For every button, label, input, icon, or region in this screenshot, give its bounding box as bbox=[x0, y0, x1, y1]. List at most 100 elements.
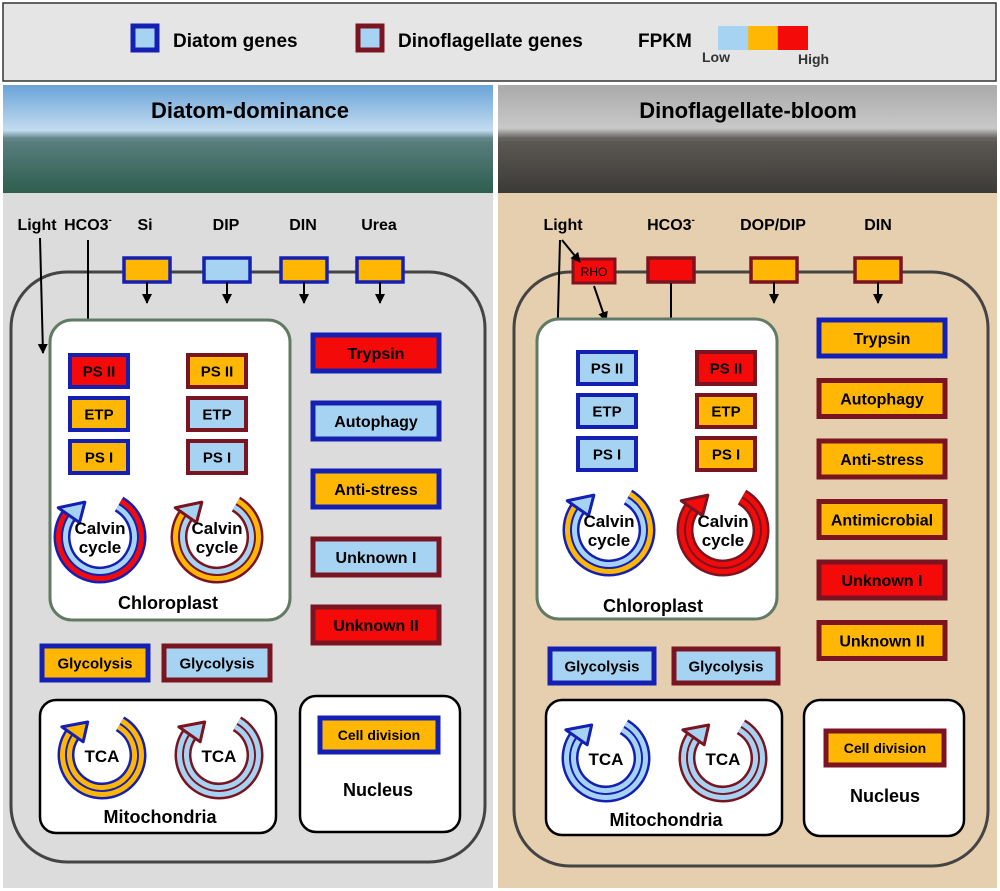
right-autophagy-box bbox=[816, 378, 948, 419]
left-light-arrow bbox=[37, 237, 48, 354]
cycle-arc bbox=[60, 718, 144, 797]
left-dino-etp-box bbox=[186, 396, 248, 432]
right-sea-photo bbox=[498, 85, 997, 193]
cycle-arc bbox=[678, 719, 768, 803]
left-diatom-glycolysis-rect-label: Glycolysis bbox=[57, 655, 132, 672]
cycle-arc bbox=[565, 491, 653, 574]
right-diatom-etp-box bbox=[576, 393, 638, 429]
right-diatom-glycolysis-rect-label: Glycolysis bbox=[564, 658, 639, 675]
fpkm-legend-label: FPKM bbox=[638, 31, 692, 52]
right-chloroplast-label: Chloroplast bbox=[603, 596, 703, 616]
cycle-arc bbox=[63, 504, 137, 574]
right-nucleus-label: Nucleus bbox=[850, 786, 920, 806]
right-dino-etp-box bbox=[695, 393, 757, 429]
left-trypsin-box bbox=[310, 332, 442, 374]
legend: Diatom genes Dinoflagellate genes FPKM L… bbox=[2, 2, 997, 82]
left-cell-division-rect-label: Cell division bbox=[338, 727, 420, 743]
right-input-dop-dip: DOP/DIP bbox=[740, 217, 806, 234]
left-unknown-i-box-label: Unknown I bbox=[336, 550, 417, 567]
right-trypsin-box bbox=[816, 317, 948, 359]
right-cell-division-box: Cell division bbox=[823, 728, 947, 768]
right-diatom-psii-box-label: PS II bbox=[591, 360, 624, 377]
right-diatom-glycolysis: Glycolysis bbox=[547, 646, 657, 686]
right-unknown-ii-box bbox=[816, 620, 948, 661]
right-unknown-ii-box-label: Unknown II bbox=[839, 633, 924, 650]
left-dino-tca-cycle: TCA bbox=[174, 716, 264, 800]
right-rho-label: RHO bbox=[581, 265, 608, 279]
left-dino-glycolysis-rect-label: Glycolysis bbox=[179, 655, 254, 672]
right-antimicrobial-box bbox=[816, 499, 948, 540]
cycle-label: TCA bbox=[85, 747, 120, 766]
cycle-label: cycle bbox=[588, 531, 631, 550]
left-input-hco3: HCO3- bbox=[64, 215, 112, 234]
left-si-transporter-rect bbox=[122, 256, 172, 284]
right-trypsin-box-label: Trypsin bbox=[854, 331, 911, 348]
left-din-transporter bbox=[279, 256, 329, 284]
right-hco3-transporter-rect bbox=[646, 256, 696, 284]
right-input-hco3-charge: - bbox=[692, 215, 695, 226]
left-din-transporter-rect bbox=[279, 256, 329, 284]
left-urea-transporter bbox=[355, 256, 405, 284]
left-dino-glycolysis: Glycolysis bbox=[161, 643, 273, 683]
cycle-arc bbox=[57, 716, 147, 800]
left-dip-transporter-rect bbox=[202, 256, 252, 284]
cycle-arrowhead bbox=[565, 493, 596, 518]
left-si-transporter bbox=[122, 256, 172, 284]
cycle-arc bbox=[681, 721, 765, 800]
cycle-arc bbox=[56, 498, 144, 581]
cycle-arrowhead bbox=[60, 720, 90, 744]
right-unknown-i-box bbox=[816, 559, 948, 601]
left-cell-division-box: Cell division bbox=[317, 715, 441, 755]
fpkm-color-scale bbox=[718, 26, 808, 50]
left-diatom-psi-box bbox=[68, 439, 130, 475]
cycle-arc bbox=[676, 489, 770, 577]
left-diatom-etp-box-label: ETP bbox=[84, 406, 113, 423]
cycle-arc bbox=[562, 489, 656, 577]
cycle-arc bbox=[572, 497, 646, 567]
cycle-arc bbox=[67, 724, 137, 790]
cycle-label: Calvin bbox=[583, 512, 634, 531]
left-sea-photo bbox=[3, 85, 493, 193]
cycle-arc bbox=[180, 504, 254, 574]
left-dino-glycolysis-rect bbox=[161, 643, 273, 683]
left-mitochondria bbox=[38, 698, 278, 835]
right-dino-glycolysis-rect bbox=[671, 646, 781, 686]
right-dino-glycolysis: Glycolysis bbox=[671, 646, 781, 686]
cycle-arc bbox=[571, 727, 641, 793]
right-input-hco3-base: HCO3 bbox=[647, 217, 692, 234]
cycle-arrowhead bbox=[173, 500, 204, 525]
left-diatom-etp-box bbox=[68, 396, 130, 432]
cycle-arc bbox=[564, 721, 648, 800]
right-anti-stress-box-label: Anti-stress bbox=[840, 452, 924, 469]
left-input-dip: DIP bbox=[213, 217, 240, 234]
right-diatom-glycolysis-rect bbox=[547, 646, 657, 686]
left-dino-psii-box bbox=[186, 353, 248, 389]
right-dino-psi-box bbox=[695, 436, 757, 472]
cycle-arrowhead bbox=[679, 493, 710, 518]
right-diatom-psii-box bbox=[576, 350, 638, 386]
right-dino-psii-box bbox=[695, 350, 757, 386]
right-nucleus bbox=[802, 698, 966, 838]
right-rho-box bbox=[571, 257, 617, 285]
cycle-arc bbox=[679, 491, 767, 574]
left-unknown-ii-box-label: Unknown II bbox=[333, 618, 418, 635]
left-anti-stress-box-label: Anti-stress bbox=[334, 482, 418, 499]
left-trypsin-box-label: Trypsin bbox=[348, 346, 405, 363]
left-unknown-ii-box bbox=[310, 604, 442, 646]
left-dino-psii-box-label: PS II bbox=[201, 363, 234, 380]
left-autophagy-box-label: Autophagy bbox=[334, 414, 418, 431]
right-hco3-transporter bbox=[646, 256, 696, 284]
right-panel-title: Dinoflagellate-bloom bbox=[639, 98, 857, 123]
dino-legend-swatch bbox=[355, 23, 385, 53]
right-dino-psii-box-label: PS II bbox=[710, 360, 743, 377]
right-unknown-i-box-label: Unknown I bbox=[842, 573, 923, 590]
left-panel-title: Diatom-dominance bbox=[151, 98, 349, 123]
right-diatom-psi-box bbox=[576, 436, 638, 472]
cycle-label: Calvin bbox=[191, 519, 242, 538]
cycle-arrowhead bbox=[177, 720, 207, 744]
